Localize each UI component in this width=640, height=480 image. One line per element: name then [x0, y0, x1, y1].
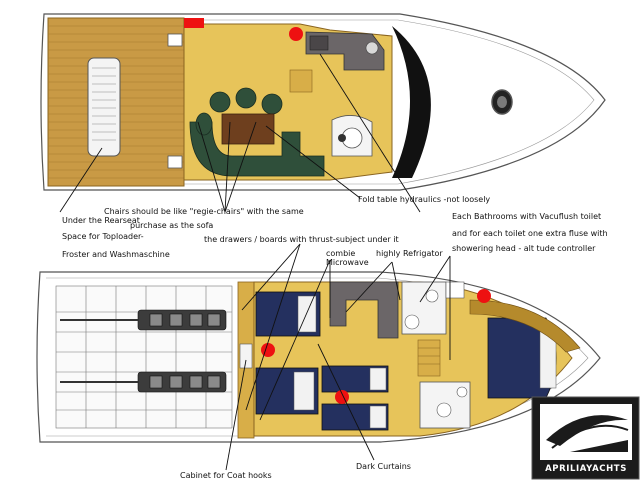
guest-bunk-upper-pillow	[369, 367, 387, 391]
galley-sink	[365, 41, 379, 55]
fore-cabin-shelf	[469, 299, 581, 353]
companionway-steps	[417, 339, 441, 377]
lower-galley-counter	[329, 281, 399, 339]
saloon-table	[221, 113, 275, 145]
upper-hull-inner-line	[50, 19, 595, 185]
logo-wordmark: APRILIAYACHTS	[545, 464, 627, 474]
label-cabinet: Cabinet for Coat hooks	[180, 471, 272, 480]
label-under-seat-1: Under the Rearseat	[62, 216, 140, 225]
saloon-chair-1	[209, 91, 231, 113]
label-chairs-1: Chairs should be like "regie-chairs" wit…	[104, 207, 304, 216]
red-marker-saloon	[289, 27, 303, 41]
foredeck-hatch-glass	[497, 96, 507, 108]
red-marker-guest-cabin	[335, 390, 349, 404]
engine-room-grid	[55, 285, 233, 429]
saloon-sofa	[189, 121, 325, 177]
coat-cabinet	[239, 343, 253, 369]
windscreen	[392, 26, 431, 178]
lower-deck-plan	[36, 243, 601, 471]
shower-fwd	[445, 281, 465, 299]
upper-deck-plan	[40, 13, 606, 213]
label-fold-table: Fold table hydraulics -not loosely	[358, 195, 491, 204]
head-fwd-toilet	[404, 314, 420, 330]
label-microwave: Microwave	[326, 258, 369, 267]
label-drawers: the drawers / boards with thrust-subject…	[204, 235, 399, 244]
head-aft-toilet	[436, 402, 452, 418]
label-bathrooms-3: showering head - alt tude controller	[452, 244, 596, 253]
label-under-seat-2: Space for Toploader-	[62, 232, 144, 241]
aprilia-yachts-logo	[531, 396, 640, 480]
head-fwd-basin	[425, 289, 439, 303]
engine-port	[137, 309, 227, 331]
saloon-step	[289, 69, 313, 93]
helm-wheel	[338, 134, 346, 142]
aft-cabin-pillows-starboard	[293, 371, 315, 411]
label-bathrooms-2: and for each toilet one extra fluse with	[452, 229, 608, 238]
label-refrigerator: highly Refrigator	[376, 249, 443, 258]
red-marker-fore-cabin	[477, 289, 491, 303]
engine-starboard	[137, 371, 227, 393]
rear-seat-hatch	[87, 57, 121, 157]
label-chairs-2: purchase as the sofa	[130, 221, 214, 230]
saloon-chair-3	[261, 93, 283, 115]
label-combie: combie	[326, 249, 356, 258]
red-marker-aft-cabin	[261, 343, 275, 357]
label-curtains: Dark Curtains	[356, 462, 411, 471]
head-aft-basin	[456, 386, 468, 398]
cleat-port	[167, 33, 183, 47]
galley-hob	[309, 35, 329, 51]
label-under-seat-3: Froster and Washmaschine	[62, 250, 170, 259]
red-marker-cockpit	[184, 18, 204, 28]
guest-bunk-lower-pillow	[369, 405, 387, 429]
saloon-chair-2	[235, 87, 257, 109]
label-bathrooms-1: Each Bathrooms with Vacuflush toilet	[452, 212, 602, 221]
cleat-starboard	[167, 155, 183, 169]
